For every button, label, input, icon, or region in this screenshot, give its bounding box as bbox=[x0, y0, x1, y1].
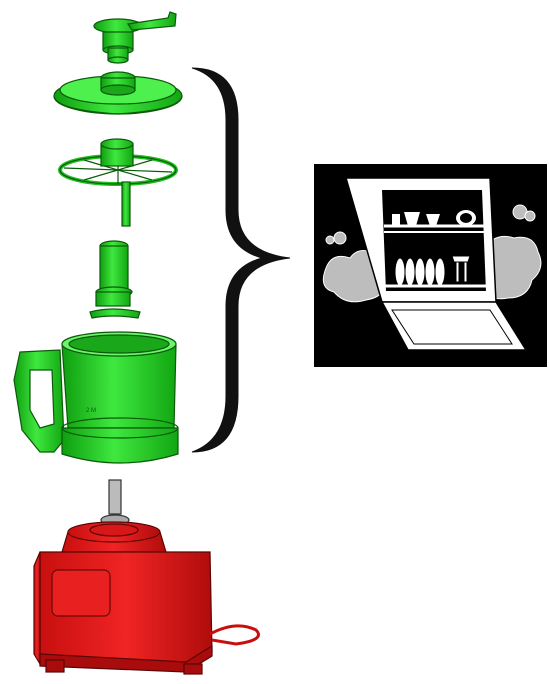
curly-brace-icon bbox=[191, 67, 291, 453]
bowl-with-handle-icon: 2 M bbox=[13, 331, 179, 464]
svg-text:2 M: 2 M bbox=[86, 408, 96, 414]
food-pusher-icon bbox=[93, 11, 177, 64]
blade-hub-icon bbox=[89, 240, 141, 319]
motor-base-icon bbox=[33, 479, 260, 675]
dishwasher-icon bbox=[314, 164, 547, 367]
lid-icon bbox=[53, 71, 183, 115]
slicing-disc-icon bbox=[58, 138, 178, 227]
